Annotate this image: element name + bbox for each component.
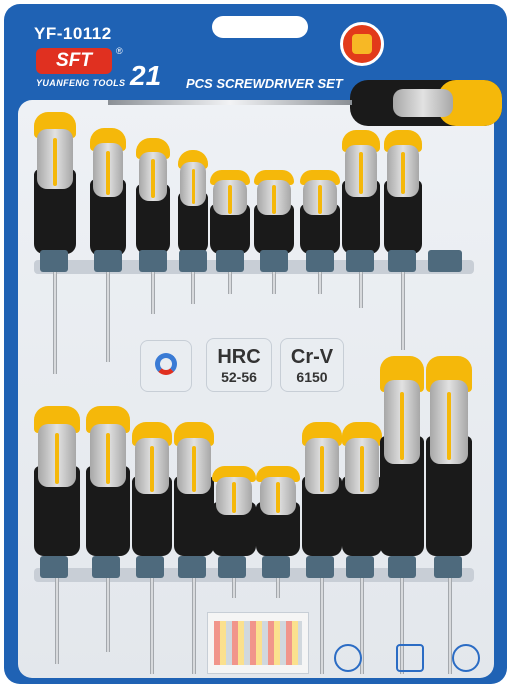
screwdriver-shaft [150, 556, 154, 674]
brand-logo: SFT [36, 48, 112, 74]
spec-crv: Cr-V 6150 [280, 338, 344, 392]
tool-holder [40, 556, 68, 578]
screwdriver-shaft [106, 256, 110, 362]
screwdriver-handle [90, 128, 126, 256]
screwdriver-handle [384, 130, 422, 254]
recycle-icon [452, 644, 480, 672]
screwdriver-shaft [272, 254, 276, 294]
tool-holder [218, 556, 246, 578]
spec-hrc: HRC 52-56 [206, 338, 272, 392]
stubby-screwdriver-handle [212, 466, 256, 556]
tool-holder [306, 250, 334, 272]
stubby-screwdriver-handle [256, 466, 300, 556]
screwdriver-handle [426, 356, 472, 556]
tool-holder [388, 250, 416, 272]
brand-line: YUANFENG TOOLS [36, 78, 126, 88]
screwdriver-handle [136, 138, 170, 254]
spec-sub: 6150 [296, 368, 328, 385]
tool-holder [94, 250, 122, 272]
screwdriver-shaft [360, 556, 364, 674]
tool-holder [178, 556, 206, 578]
screwdriver-shaft [191, 254, 195, 304]
tool-holder [434, 556, 462, 578]
screwdriver-handle [86, 406, 130, 556]
tool-holder [136, 556, 164, 578]
title-text: PCS SCREWDRIVER SET [186, 76, 343, 91]
bit-pack-icon [207, 612, 309, 674]
tool-holder [262, 556, 290, 578]
screwdriver-shaft [151, 254, 155, 314]
tool-holder [346, 250, 374, 272]
tool-holder [92, 556, 120, 578]
screwdriver-shaft [106, 556, 110, 652]
spec-title: HRC [217, 345, 261, 368]
screwdriver-shaft [359, 254, 363, 308]
certification-icons [334, 644, 494, 674]
title-number: 21 [130, 60, 162, 91]
tool-holder [40, 250, 68, 272]
tool-holder [260, 250, 288, 272]
tool-holder [139, 250, 167, 272]
tool-holder [388, 556, 416, 578]
stubby-screwdriver-handle [254, 170, 294, 254]
sgs-icon [334, 644, 362, 672]
top-screwdriver-handle [350, 80, 502, 126]
screwdriver-handle [34, 112, 76, 254]
screwdriver-shaft [401, 254, 405, 350]
spec-title: Cr-V [290, 345, 334, 368]
screwdriver-shaft [55, 556, 59, 664]
screwdriver-shaft [228, 254, 232, 294]
screwdriver-handle [174, 422, 214, 556]
tool-holder [306, 556, 334, 578]
tool-holder [216, 250, 244, 272]
screwdriver-handle [302, 422, 342, 556]
screwdriver-shaft [53, 254, 57, 374]
screwdriver-shaft [192, 556, 196, 674]
stubby-screwdriver-handle [300, 170, 340, 254]
screwdriver-shaft [400, 556, 404, 674]
screwdriver-handle [380, 356, 424, 556]
screwdriver-handle [34, 406, 80, 556]
tool-holder [346, 556, 374, 578]
screwdriver-shaft [318, 254, 322, 294]
screwdriver-handle [132, 422, 172, 556]
tool-holder [428, 250, 462, 272]
model-number: YF-10112 [34, 24, 112, 43]
screwdriver-handle [178, 150, 208, 254]
hang-hole [212, 16, 308, 38]
stubby-screwdriver-handle [210, 170, 250, 254]
top-screwdriver-shaft [108, 100, 352, 105]
packaging-card: YF-10112 SFT ® YUANFENG TOOLS 21 PCS SCR… [4, 4, 507, 684]
tool-holder [179, 250, 207, 272]
screwdriver-handle [342, 130, 380, 254]
screwdriver-shaft [448, 556, 452, 674]
spec-sub: 52-56 [221, 368, 257, 385]
registered-mark: ® [116, 46, 123, 56]
screwdriver-shaft [320, 556, 324, 674]
screwdriver-handle [342, 422, 382, 556]
brand-badge-icon [340, 22, 384, 66]
magnet-icon [140, 340, 192, 392]
trash-icon [396, 644, 424, 672]
